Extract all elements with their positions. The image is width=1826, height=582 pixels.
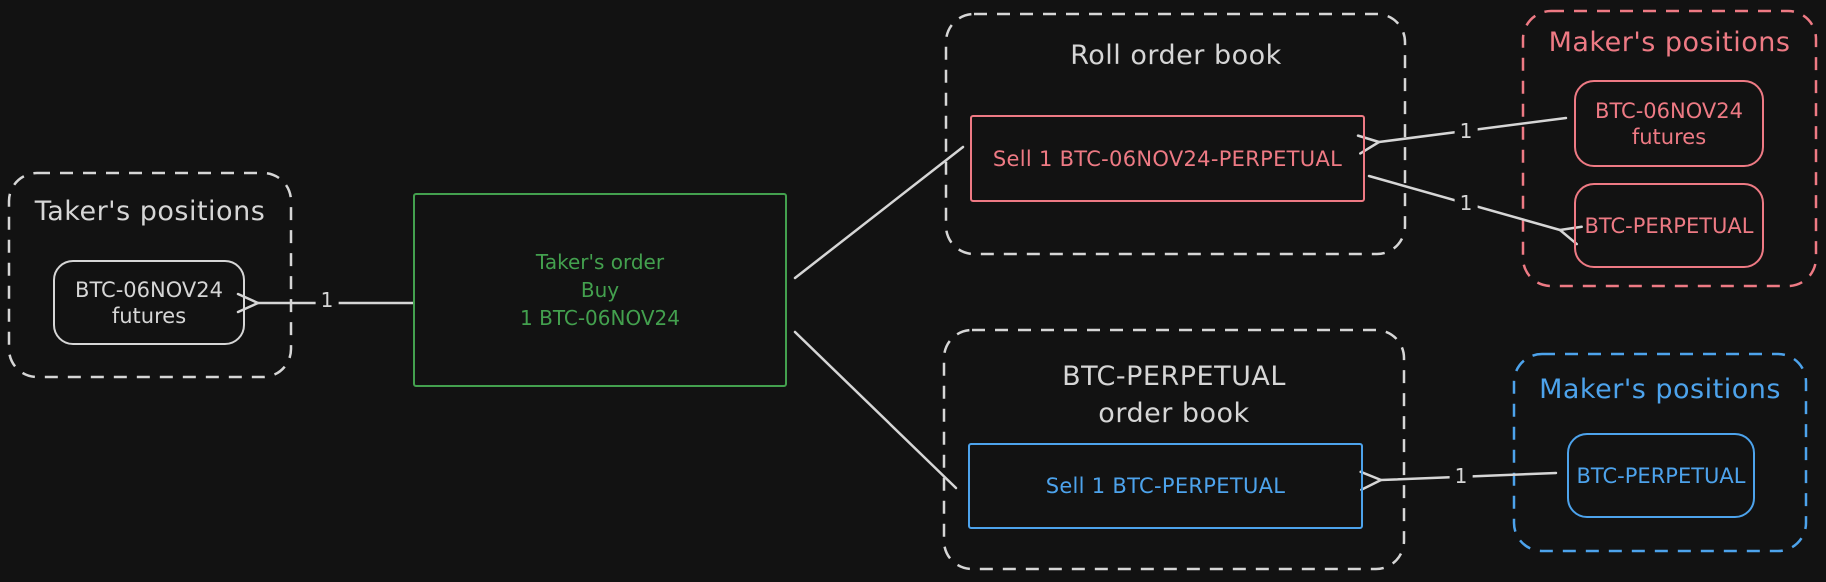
perpetual-maker-position-label: BTC-PERPETUAL — [1576, 463, 1746, 488]
roll-maker-futures-line2: futures — [1631, 124, 1707, 149]
perpetual-maker-positions-title: Maker's positions — [1539, 374, 1781, 405]
order-to-perpetual-book-line — [793, 330, 958, 490]
roll-maker-positions-outline — [1521, 9, 1818, 288]
roll-maker-futures-position-box: BTC-06NOV24 futures — [1574, 80, 1764, 167]
taker-positions-title: Taker's positions — [34, 196, 266, 227]
taker-positions-outline — [7, 171, 293, 379]
perpetual-maker-positions-group: Maker's positions BTC-PERPETUAL — [1513, 353, 1807, 552]
perpetual-sell-order-box: Sell 1 BTC-PERPETUAL — [968, 443, 1363, 529]
perpetual-order-book-title-line1: BTC-PERPETUAL — [1062, 361, 1286, 392]
order-to-roll-book-line — [793, 145, 965, 280]
roll-order-book-title: Roll order book — [1070, 40, 1282, 71]
roll-maker-perpetual-label: BTC-PERPETUAL — [1584, 213, 1754, 238]
edge-label-taker-fill: 1 — [315, 288, 339, 312]
roll-maker-futures-line1: BTC-06NOV24 — [1595, 98, 1743, 123]
edge-label-perpetual-maker-fill: 1 — [1449, 464, 1473, 488]
edge-label-roll-maker-perpetual: 1 — [1454, 191, 1478, 215]
perpetual-maker-position-box: BTC-PERPETUAL — [1567, 433, 1755, 518]
taker-futures-position-line1: BTC-06NOV24 — [75, 277, 223, 302]
perpetual-order-book-outline — [942, 328, 1406, 571]
roll-order-book-outline — [944, 12, 1407, 256]
taker-order-line3: 1 BTC-06NOV24 — [520, 306, 680, 330]
roll-sell-order-box: Sell 1 BTC-06NOV24-PERPETUAL — [970, 115, 1365, 202]
taker-futures-position-box: BTC-06NOV24 futures — [53, 260, 245, 345]
roll-sell-order-label: Sell 1 BTC-06NOV24-PERPETUAL — [992, 146, 1343, 171]
roll-maker-perpetual-position-box: BTC-PERPETUAL — [1574, 183, 1764, 268]
taker-order-box: Taker's order Buy 1 BTC-06NOV24 — [413, 193, 787, 387]
taker-order-line1: Taker's order — [535, 250, 665, 274]
roll-maker-positions-title: Maker's positions — [1548, 27, 1791, 58]
taker-order-line2: Buy — [580, 278, 620, 302]
perpetual-order-book-group: BTC-PERPETUAL order book Sell 1 BTC-PERP… — [943, 329, 1405, 570]
taker-positions-group: Taker's positions BTC-06NOV24 futures — [8, 172, 292, 378]
taker-futures-position-line2: futures — [111, 303, 187, 328]
perpetual-sell-order-label: Sell 1 BTC-PERPETUAL — [1045, 474, 1286, 498]
edge-label-roll-maker-futures: 1 — [1454, 119, 1478, 143]
roll-order-book-group: Roll order book Sell 1 BTC-06NOV24-PERPE… — [945, 13, 1407, 255]
perpetual-order-book-title: BTC-PERPETUAL order book — [943, 329, 1405, 432]
perpetual-maker-positions-outline — [1512, 352, 1808, 553]
roll-maker-positions-group: Maker's positions BTC-06NOV24 futures BT… — [1522, 10, 1817, 287]
perpetual-order-book-title-line2: order book — [1098, 398, 1250, 429]
